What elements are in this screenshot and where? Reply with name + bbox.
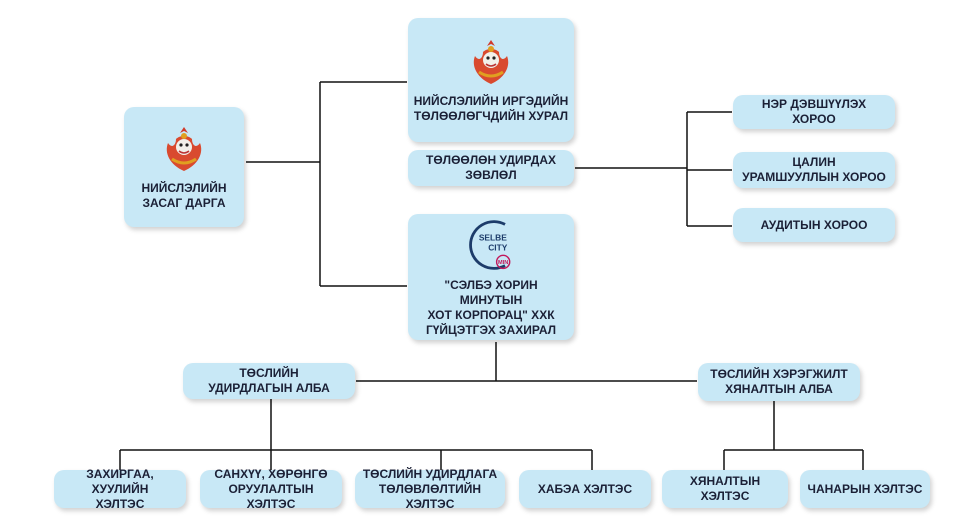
node-ceo-label: "СЭЛБЭ ХОРИН МИНУТЫН ХОТ КОРПОРАЦ" ХХК Г… [425,278,557,337]
node-finance-investment-label: САНХҮҮ, ХӨРӨНГӨ ОРУУЛАЛТЫН ХЭЛТЭС [214,466,328,511]
node-monitoring-division-label: ХЯНАЛТЫН ХЭЛТЭС [689,474,761,503]
node-council[interactable]: НИЙСЛЭЛИЙН ИРГЭДИЙН ТӨЛӨӨЛӨГЧДИЙН ХУРАЛ [408,18,574,142]
node-audit-committee[interactable]: АУДИТЫН ХОРОО [733,208,895,242]
node-quality-division-label: ЧАНАРЫН ХЭЛТЭС [807,481,923,496]
node-admin-legal-label: ЗАХИРГАА, ХУУЛИЙН ХЭЛТЭС [86,466,154,511]
node-mayor[interactable]: НИЙСЛЭЛИЙН ЗАСАГ ДАРГА [124,107,244,227]
node-quality-division[interactable]: ЧАНАРЫН ХЭЛТЭС [800,470,930,508]
node-nomination-committee-label: НЭР ДЭВШҮҮЛЭХ ХОРОО [761,97,867,126]
node-mayor-label: НИЙСЛЭЛИЙН ЗАСАГ ДАРГА [141,181,227,210]
node-audit-committee-label: АУДИТЫН ХОРОО [760,217,868,232]
node-admin-legal[interactable]: ЗАХИРГАА, ХУУЛИЙН ХЭЛТЭС [54,467,186,511]
node-project-planning-label: ТӨСЛИЙН УДИРДЛАГА ТӨЛӨВЛӨЛТИЙН ХЭЛТЭС [362,466,498,511]
emblem-icon [166,127,202,171]
logo-text-city: CITY [488,243,508,253]
node-project-planning[interactable]: ТӨСЛИЙН УДИРДЛАГА ТӨЛӨВЛӨЛТИЙН ХЭЛТЭС [355,467,505,511]
node-nomination-committee[interactable]: НЭР ДЭВШҮҮЛЭХ ХОРОО [733,95,895,129]
node-hse-label: ХАБЭА ХЭЛТЭС [537,481,633,496]
logo-text-min: MIN [498,260,508,266]
emblem-icon [473,40,509,84]
node-remuneration-committee-label: ЦАЛИН УРАМШУУЛЛЫН ХОРОО [742,155,886,184]
node-project-management-office[interactable]: ТӨСЛИЙН УДИРДЛАГЫН АЛБА [183,363,355,399]
node-project-monitoring-office-label: ТӨСЛИЙН ХЭРЭГЖИЛТ ХЯНАЛТЫН АЛБА [710,367,848,396]
node-project-management-office-label: ТӨСЛИЙН УДИРДЛАГЫН АЛБА [208,366,330,395]
node-council-label: НИЙСЛЭЛИЙН ИРГЭДИЙН ТӨЛӨӨЛӨГЧДИЙН ХУРАЛ [413,94,569,123]
node-project-monitoring-office[interactable]: ТӨСЛИЙН ХЭРЭГЖИЛТ ХЯНАЛТЫН АЛБА [698,363,860,401]
node-finance-investment[interactable]: САНХҮҮ, ХӨРӨНГӨ ОРУУЛАЛТЫН ХЭЛТЭС [200,467,342,511]
logo-ring [469,220,506,270]
logo-badge-ring [495,254,511,270]
node-board-label: ТӨЛӨӨЛӨН УДИРДАХ ЗӨВЛӨЛ [425,153,556,182]
node-hse[interactable]: ХАБЭА ХЭЛТЭС [519,470,651,508]
node-board[interactable]: ТӨЛӨӨЛӨН УДИРДАХ ЗӨВЛӨЛ [408,150,574,186]
node-monitoring-division[interactable]: ХЯНАЛТЫН ХЭЛТЭС [662,470,788,508]
logo-text-selbe: SELBE [479,232,507,242]
node-remuneration-committee[interactable]: ЦАЛИН УРАМШУУЛЛЫН ХОРОО [733,152,895,188]
node-ceo[interactable]: SELBE CITY MIN "СЭЛБЭ ХОРИН МИНУТЫН ХОТ … [408,214,574,340]
selbe-city-logo: SELBE CITY MIN [469,220,511,270]
